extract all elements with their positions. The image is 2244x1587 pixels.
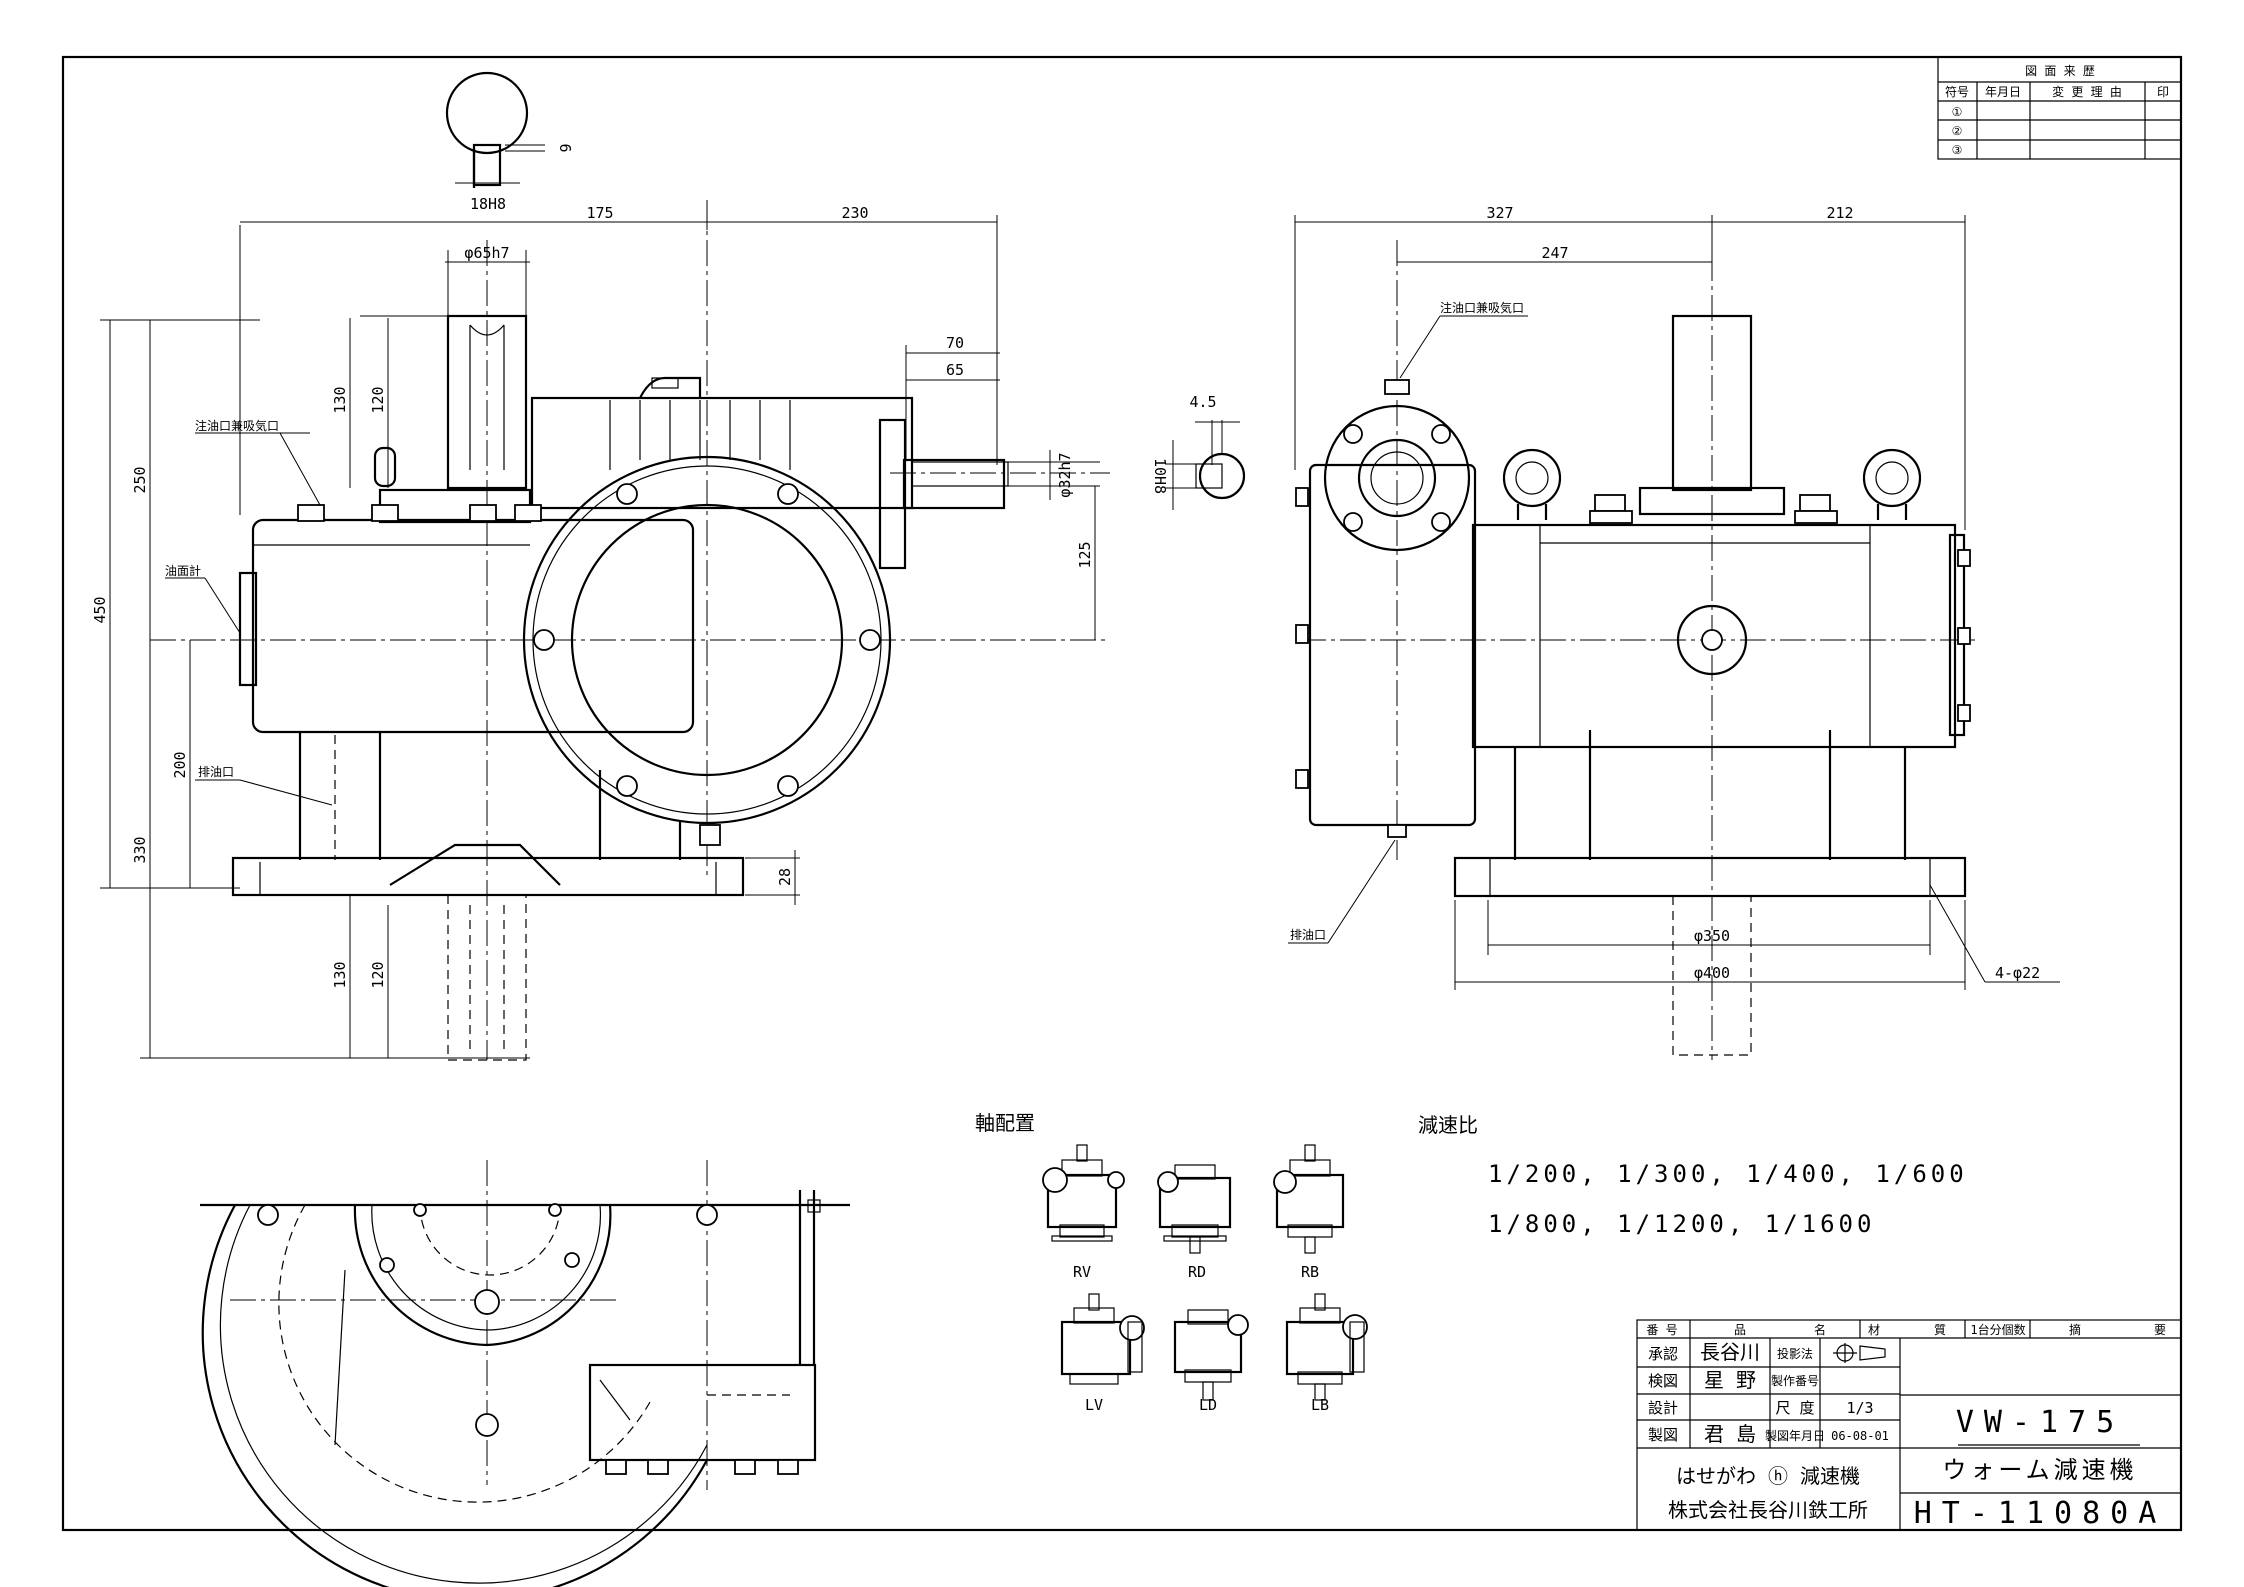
reduction-line-2: 1/800, 1/1200, 1/1600	[1488, 1210, 1875, 1238]
reduction-line-1: 1/200, 1/300, 1/400, 1/600	[1488, 1160, 1968, 1188]
arrangement-rb-label: RB	[1301, 1263, 1319, 1281]
label-oil-fill-left: 注油口兼吸気口	[195, 418, 279, 433]
tb-scale-label: 尺 度	[1775, 1399, 1814, 1417]
dim-130-bottom: 130	[331, 961, 349, 988]
dim-70: 70	[946, 334, 964, 352]
dim-125: 125	[1076, 541, 1094, 568]
dim-327: 327	[1486, 204, 1513, 222]
dim-330: 330	[131, 836, 149, 863]
reduction-ratios: 減速比 1/200, 1/300, 1/400, 1/600 1/800, 1/…	[1418, 1113, 1968, 1238]
dim-28: 28	[776, 868, 794, 886]
arrangement-ld: LD	[1173, 1309, 1249, 1414]
tb-header-quality: 質	[1934, 1322, 1946, 1337]
revision-block: 図 面 来 歴 符号 年月日 変 更 理 由 印 ① ② ③	[1937, 56, 2182, 160]
tb-company: 株式会社長谷川鉄工所	[1668, 1498, 1868, 1522]
revision-mark-3: ③	[1952, 143, 1963, 157]
dim-120-bottom: 120	[369, 961, 387, 988]
tb-date-label: 製図年月日	[1765, 1429, 1825, 1443]
reduction-title: 減速比	[1418, 1113, 1478, 1137]
dim-phi400: φ400	[1694, 964, 1730, 982]
dim-247: 247	[1541, 244, 1568, 262]
arrangement-rd-label: RD	[1188, 1263, 1206, 1281]
tb-product-name: ウォーム減速機	[1942, 1456, 2137, 1484]
tb-check-value: 星 野	[1704, 1368, 1756, 1392]
label-oil-fill-right: 注油口兼吸気口	[1440, 300, 1524, 315]
side-view-dimensions: 327 212 247 φ350 φ400 4-φ22 注油口兼吸気口 排油口	[1288, 204, 2060, 990]
tb-model: VW-175	[1956, 1405, 2124, 1440]
revision-header-seal: 印	[2157, 85, 2169, 99]
bottom-view	[200, 1160, 850, 1587]
dim-holes: 4-φ22	[1995, 964, 2040, 982]
tb-header-note: 摘	[2069, 1322, 2081, 1337]
tb-mfg-no-label: 製作番号	[1771, 1374, 1819, 1388]
front-view-dimensions: 18H8 6 175 230 φ65h7 130 120 250 450 200…	[91, 143, 1100, 1059]
tb-draw-label: 製図	[1648, 1426, 1678, 1444]
tb-header-qty: 1台分個数	[1970, 1322, 2025, 1337]
arrangement-rb: RB	[1273, 1144, 1345, 1281]
projection-symbol-icon	[1833, 1343, 1886, 1363]
key-detail: 4.5 10H8	[1151, 393, 1246, 510]
arrangement-lb-label: LB	[1311, 1396, 1329, 1414]
dim-212: 212	[1826, 204, 1853, 222]
tb-header-name: 品	[1734, 1323, 1746, 1337]
dim-230: 230	[841, 204, 868, 222]
arrangement-rv: RV	[1042, 1144, 1125, 1281]
label-oil-gauge: 油面計	[165, 563, 201, 578]
dim-250: 250	[131, 466, 149, 493]
arrangement-lv: LV	[1060, 1293, 1145, 1414]
revision-mark-2: ②	[1952, 124, 1963, 138]
tb-drawing-number: HT-11080A	[1914, 1496, 2167, 1531]
arrangement-ld-label: LD	[1199, 1396, 1217, 1414]
front-view	[150, 71, 1110, 1061]
dim-shaft-dia: φ65h7	[464, 244, 509, 262]
revision-header-mark: 符号	[1945, 84, 1969, 99]
title-block: 番 号 品 名 材 質 1台分個数 摘 要 承認 長谷川 検図 星 野 設計 製…	[1636, 1319, 2182, 1531]
dim-output-shaft: φ32h7	[1056, 452, 1074, 497]
dim-200: 200	[171, 751, 189, 778]
dim-phi350: φ350	[1694, 927, 1730, 945]
dim-65: 65	[946, 361, 964, 379]
arrangement-rd: RD	[1157, 1164, 1232, 1281]
tb-header-note2: 要	[2154, 1323, 2166, 1337]
tb-brand: はせがわ ⓗ 減速機	[1676, 1464, 1860, 1488]
label-drain-right: 排油口	[1290, 928, 1326, 942]
shaft-arrangement: 軸配置 RV RD RB	[975, 1111, 1368, 1414]
dim-4-5: 4.5	[1189, 393, 1216, 411]
tb-check-label: 検図	[1648, 1372, 1678, 1390]
tb-design-label: 設計	[1648, 1399, 1678, 1417]
side-view	[1295, 240, 1980, 1060]
revision-header-reason: 変 更 理 由	[2052, 84, 2122, 99]
tb-date-value: 06-08-01	[1831, 1429, 1889, 1443]
revision-header-date: 年月日	[1985, 85, 2021, 99]
arrangement-rv-label: RV	[1073, 1263, 1091, 1281]
tb-header-no: 番 号	[1646, 1323, 1677, 1337]
dim-key-depth: 6	[556, 143, 574, 152]
dim-450: 450	[91, 596, 109, 623]
dim-175: 175	[586, 204, 613, 222]
drawing-frame	[61, 55, 2183, 1532]
arrangement-lv-label: LV	[1085, 1396, 1103, 1414]
revision-mark-1: ①	[1952, 105, 1963, 119]
dim-key-width: 18H8	[470, 195, 506, 213]
dim-120-top: 120	[369, 386, 387, 413]
dim-130-top: 130	[331, 386, 349, 413]
tb-approve-label: 承認	[1648, 1345, 1678, 1363]
arrangement-lb: LB	[1285, 1293, 1368, 1414]
tb-scale-value: 1/3	[1846, 1399, 1873, 1417]
tb-draw-value: 君 島	[1704, 1422, 1756, 1446]
dim-10h8: 10H8	[1151, 458, 1169, 494]
shaft-arrangement-title: 軸配置	[975, 1111, 1035, 1135]
tb-header-material: 材	[1868, 1323, 1880, 1337]
tb-projection-label: 投影法	[1777, 1346, 1813, 1361]
label-drain-left: 排油口	[198, 765, 234, 779]
tb-approve-value: 長谷川	[1700, 1340, 1760, 1364]
revision-title: 図 面 来 歴	[2025, 64, 2095, 78]
tb-header-name2: 名	[1814, 1322, 1826, 1337]
